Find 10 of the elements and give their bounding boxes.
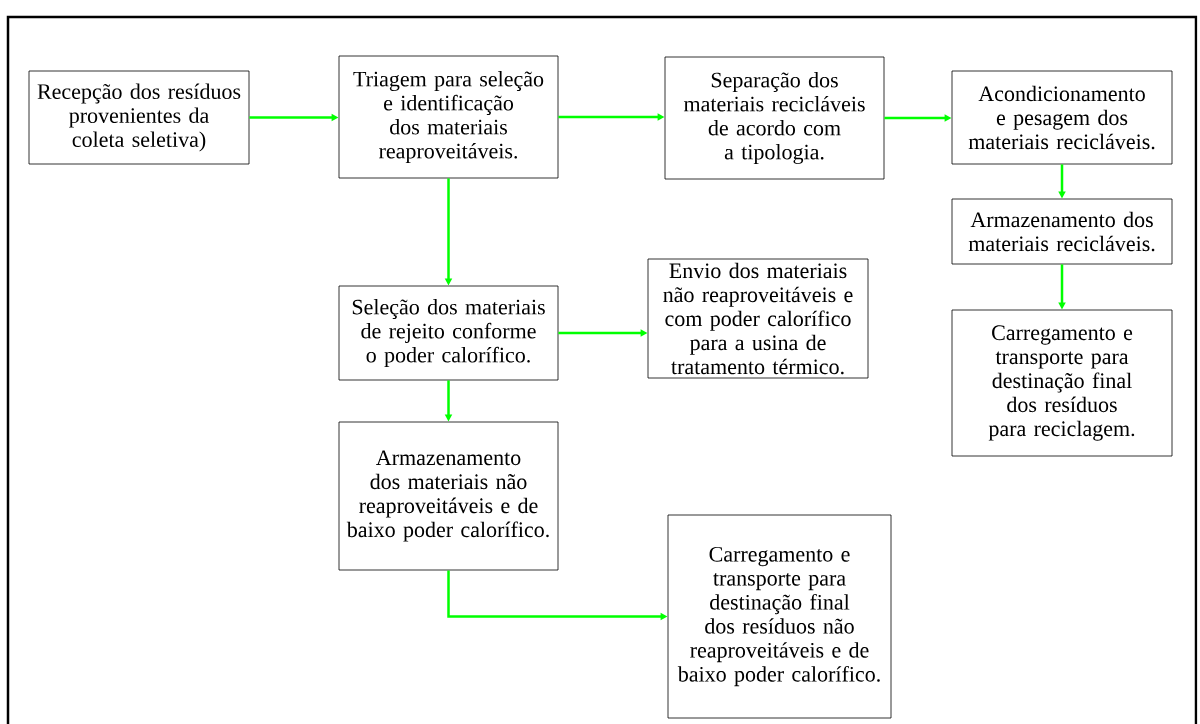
process-box: Armazenamento dos materiais não reaproveitáveis e de baixo poder calorífico. (338, 421, 559, 571)
process-box: Triagem para seleção e identificação dos materiais reaproveitáveis. (338, 55, 559, 179)
process-box: Envio dos materiais não reaproveitáveis e com poder calorífico para a usina de tratamento térmico. (647, 258, 869, 379)
process-box: Seleção dos materiais de rejeito conforme o poder calorífico. (338, 285, 559, 381)
process-box: Recepção dos resíduos provenientes da coleta seletiva) (28, 70, 250, 165)
process-box: Armazenamento dos materiais recicláveis. (951, 198, 1173, 265)
process-box: Carregamento e transporte para destinação final dos resíduos para reciclagem. (951, 309, 1173, 457)
process-box: Acondicionamento e pesagem dos materiais recicláveis. (951, 70, 1173, 165)
process-box: Carregamento e transporte para destinação final dos resíduos não reaproveitáveis e de baixo poder calorífico. (667, 514, 892, 719)
process-box: Separação dos materiais recicláveis de acordo com a tipologia. (664, 56, 885, 180)
